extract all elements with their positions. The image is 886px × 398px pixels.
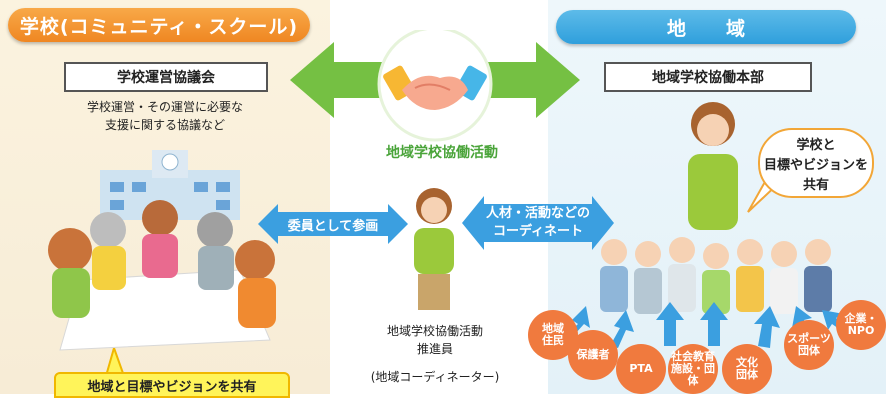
council-label: 学校運営協議会: [64, 62, 268, 92]
badge-line: 社会教育: [671, 350, 715, 363]
handshake-icon: [383, 65, 487, 110]
headquarters-label: 地域学校協働本部: [604, 62, 812, 92]
activity-title: 地域学校協働活動: [386, 145, 498, 161]
participate-label: 委員として参画: [287, 218, 379, 234]
promoter-caption: 地域学校協働活動 推進員 (地域コーディネーター): [345, 322, 525, 386]
badge-line: PTA: [629, 362, 653, 375]
group-badge: PTA: [616, 344, 666, 394]
meeting-people-icon: [48, 200, 276, 351]
badge-line: 住民: [542, 334, 564, 347]
meeting-illustration: [48, 150, 276, 351]
group-badge: 企業・NPO: [836, 300, 886, 350]
council-desc-line: 学校運営・その運営に必要な: [86, 100, 243, 114]
coordinate-arrow: [462, 196, 614, 250]
group-badge: 保護者: [568, 330, 618, 380]
promoter-line: 地域学校協働活動: [386, 324, 483, 338]
coordinate-label: 人材・活動などの コーディネート: [484, 204, 592, 242]
participate-arrow: [258, 204, 408, 244]
bubble-line: 目標やビジョンを: [763, 158, 868, 173]
group-badge: 文化団体: [722, 344, 772, 394]
person-icon: [414, 188, 454, 310]
speech-tail: [104, 348, 126, 376]
council-description: 学校運営・その運営に必要な 支援に関する協議など: [40, 98, 290, 134]
coordinate-line: コーディネート: [492, 224, 584, 239]
badge-line: 保護者: [576, 348, 610, 361]
badge-line: NPO: [847, 324, 875, 337]
coordinate-line: 人材・活動などの: [485, 206, 590, 221]
council-desc-line: 支援に関する協議など: [104, 118, 225, 132]
community-title: 地域: [556, 10, 856, 44]
badge-line: 団体: [798, 344, 820, 357]
badge-line: 企業・: [844, 312, 878, 325]
coordinator-label: (地域コーディネーター): [370, 370, 500, 384]
promoter-line: 推進員: [416, 342, 453, 356]
group-badge: 社会教育施設・団体: [668, 344, 718, 394]
bubble-line: 学校と: [796, 138, 836, 153]
school-title: 学校(コミュニティ・スクール): [8, 8, 310, 42]
badge-line: 団体: [736, 368, 758, 381]
vision-bubble: 学校と 目標やビジョンを 共有: [758, 128, 874, 198]
badge-line: 施設・団体: [671, 362, 715, 387]
bubble-line: 共有: [802, 178, 829, 193]
group-badge: スポーツ団体: [784, 320, 834, 370]
community-members-icon: [600, 237, 832, 314]
headquarters-person-icon: [688, 102, 738, 230]
badge-line: 地域: [542, 322, 564, 335]
badge-line: 文化: [736, 356, 758, 369]
shared-vision-label: 地域と目標やビジョンを共有: [54, 372, 290, 398]
collaboration-arrow: [290, 30, 580, 142]
badge-line: スポーツ: [787, 332, 831, 345]
